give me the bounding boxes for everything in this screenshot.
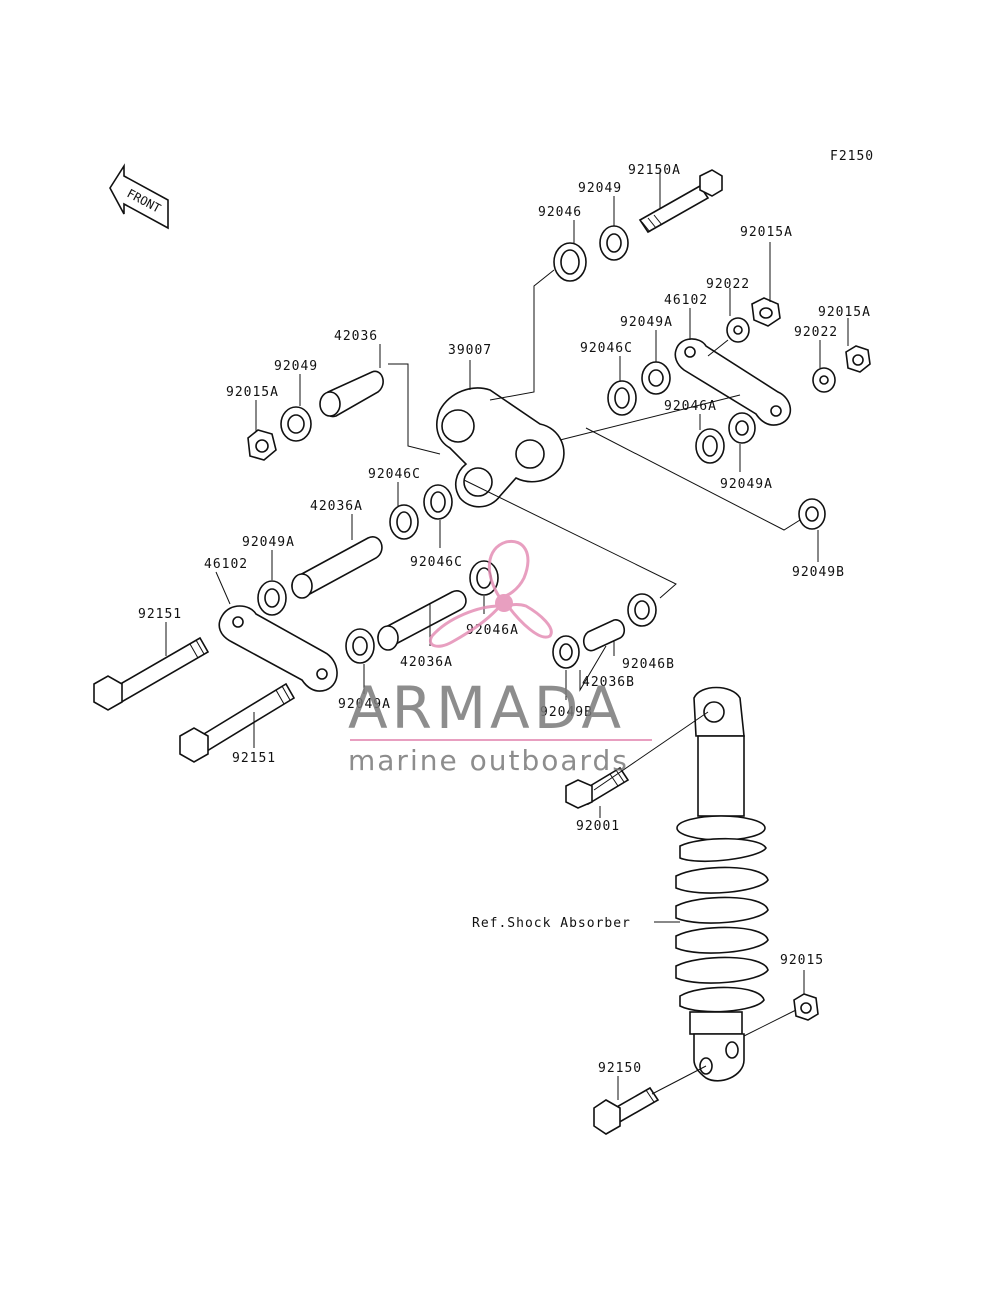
label-39007: 39007 [448,343,492,358]
bolt-92150 [593,1086,660,1135]
shock-absorber [675,686,769,1082]
washer-92049A-lower [345,628,375,664]
nut-92015 [793,993,819,1021]
nut-92015A-upper [751,297,781,327]
label-92046C-left-b: 92046C [410,555,463,570]
washer-92049A-right [728,412,756,444]
bearing-92046C-left-a [389,504,419,540]
label-92046-top: 92046 [538,205,582,220]
label-92049B-right: 92049B [792,565,845,580]
propeller-logo-icon [429,539,553,648]
label-42036: 42036 [334,329,378,344]
label-92049A-lower: 92049A [338,697,391,712]
label-92151-lower: 92151 [232,751,276,766]
label-92022-upper: 92022 [706,277,750,292]
label-92015A-right: 92015A [818,305,871,320]
watermark-brand: ARMADA [348,674,625,742]
label-92049A-upper: 92049A [620,315,673,330]
bolt-92151-upper [93,636,210,711]
label-shock-absorber: Ref.Shock Absorber [472,916,631,931]
label-42036A-upper: 42036A [310,499,363,514]
label-92049-top: 92049 [578,181,622,196]
washer-92049-top [599,225,629,261]
link-46102-left [218,605,338,692]
bearing-92046C-left-b [423,484,453,520]
label-92150A-top: 92150A [628,163,681,178]
label-92015: 92015 [780,953,824,968]
watermark: ARMADA marine outboards [348,539,652,777]
label-92049-left: 92049 [274,359,318,374]
label-92046C-right: 92046C [580,341,633,356]
label-92001: 92001 [576,819,620,834]
sleeve-42036A-lower [377,590,467,651]
sleeve-42036 [319,370,384,418]
bolt-92151-lower [179,682,296,763]
rocker-arm-39007 [436,387,565,508]
label-46102-right: 46102 [664,293,708,308]
label-42036A-lower: 42036A [400,655,453,670]
link-46102-right [674,338,792,426]
bolt-92001 [565,766,630,809]
label-92049A-left: 92049A [242,535,295,550]
bolt-92150A [638,169,723,234]
diagram-code: F2150 [830,149,874,164]
bearing-92046B [627,593,657,627]
label-92046B: 92046B [622,657,675,672]
nut-92015A-right [845,345,871,373]
part-labels: 92150A 92049 92046 92015A 92022 46102 92… [138,163,871,1076]
nut-92015A-left [247,429,277,461]
bearing-92046A-right [695,428,725,464]
bearing-92046-top [553,242,587,282]
sleeve-42036B [582,619,626,652]
label-92015A-upper: 92015A [740,225,793,240]
washer-92049B-right [798,498,826,530]
label-92046A-right: 92046A [664,399,717,414]
label-46102-left: 46102 [204,557,248,572]
front-arrow-icon: FRONT [109,163,169,230]
label-92150: 92150 [598,1061,642,1076]
bearing-92046C-right [607,380,637,416]
watermark-tagline: marine outboards [348,744,629,777]
washer-92049B-lower [552,635,580,669]
label-92049B-lower: 92049B [540,705,593,720]
sleeve-42036A-upper [291,536,383,599]
label-92049A-right: 92049A [720,477,773,492]
bearing-92046A-lower [469,560,499,596]
washer-92049A-left [257,580,287,616]
label-92046A-lower: 92046A [466,623,519,638]
label-92015A-left: 92015A [226,385,279,400]
washer-92049-left [280,406,312,442]
label-92022-right: 92022 [794,325,838,340]
label-42036B: 42036B [582,675,635,690]
washer-92022-right [812,367,836,393]
label-92046C-left-a: 92046C [368,467,421,482]
washer-92022-upper [726,317,750,343]
washer-92049A-upper [641,361,671,395]
label-92151-upper: 92151 [138,607,182,622]
